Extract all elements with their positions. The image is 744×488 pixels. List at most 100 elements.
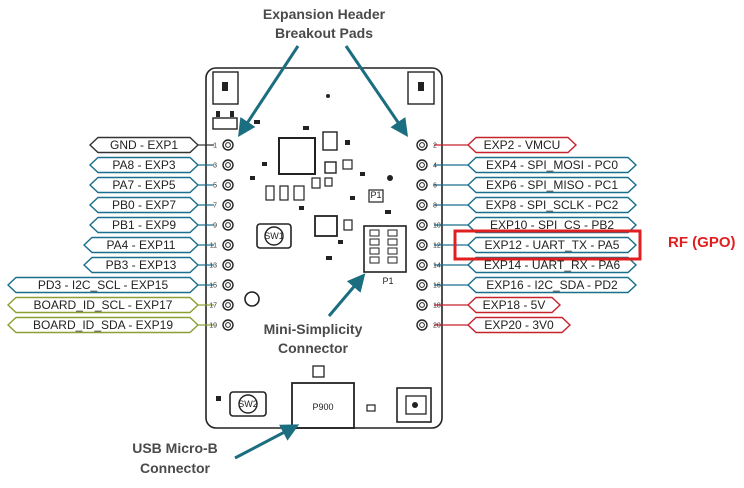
mounting-hole bbox=[244, 291, 260, 307]
pin-label: EXP20 - 3V0 bbox=[484, 318, 554, 332]
usb-arrow bbox=[234, 424, 300, 460]
pin-tag bbox=[466, 156, 638, 174]
pin-number: 9 bbox=[213, 223, 217, 230]
pin-pad bbox=[416, 259, 428, 271]
pin-pad bbox=[416, 239, 428, 251]
left-pin-1: GND - EXP1 1 bbox=[88, 136, 234, 154]
pin-pad bbox=[222, 179, 234, 191]
pin-number: 2 bbox=[433, 143, 437, 150]
pin-pad bbox=[222, 159, 234, 171]
left-pin-17: BOARD_ID_SCL - EXP17 17 bbox=[6, 296, 234, 314]
right-pin-8: EXP8 - SPI_SCLK - PC2 8 bbox=[416, 196, 638, 214]
pin-label: GND - EXP1 bbox=[110, 138, 178, 152]
p1-connector bbox=[363, 225, 407, 273]
pin-label: EXP14 - UART_RX - PA6 bbox=[484, 258, 621, 272]
pin-pad bbox=[222, 299, 234, 311]
pin-label: PB3 - EXP13 bbox=[106, 258, 177, 272]
mini-simplicity-subtitle: Connector bbox=[278, 340, 349, 356]
pin-label: EXP6 - SPI_MISO - PC1 bbox=[486, 178, 618, 192]
bottom-right-component bbox=[396, 387, 432, 423]
pin-pad bbox=[416, 219, 428, 231]
pin-label: EXP4 - SPI_MOSI - PC0 bbox=[486, 158, 618, 172]
right-pin-20: EXP20 - 3V0 20 bbox=[416, 316, 572, 334]
pin-label: EXP10 - SPI_CS - PB2 bbox=[490, 218, 614, 232]
rf-note: RF (GPO) bbox=[668, 234, 736, 251]
pin-pad bbox=[222, 239, 234, 251]
pin-label: EXP16 - I2C_SDA - PD2 bbox=[486, 278, 618, 292]
pin-label: BOARD_ID_SDA - EXP19 bbox=[33, 318, 173, 332]
pin-pad bbox=[416, 139, 428, 151]
pin-number: 7 bbox=[213, 203, 217, 210]
pin-pad bbox=[416, 159, 428, 171]
pin-pad bbox=[416, 279, 428, 291]
pin-number: 15 bbox=[209, 283, 217, 290]
pin-number: 17 bbox=[209, 303, 217, 310]
pin-tag bbox=[466, 316, 572, 334]
pin-number: 20 bbox=[433, 323, 441, 330]
pin-tag bbox=[466, 196, 638, 214]
top-left-component bbox=[212, 117, 238, 130]
left-pin-19: BOARD_ID_SDA - EXP19 19 bbox=[6, 316, 234, 334]
left-pin-5: PA7 - EXP5 5 bbox=[88, 176, 234, 194]
p900-connector bbox=[291, 382, 355, 429]
top-right-connector bbox=[407, 71, 435, 105]
left-pin-9: PB1 - EXP9 9 bbox=[88, 216, 234, 234]
pin-pad bbox=[222, 279, 234, 291]
expansion-header-subtitle: Breakout Pads bbox=[275, 25, 373, 41]
p1-pins bbox=[369, 229, 398, 264]
pin-number: 10 bbox=[433, 223, 441, 230]
pin-number: 8 bbox=[433, 203, 437, 210]
pin-number: 6 bbox=[433, 183, 437, 190]
pin-label: EXP2 - VMCU bbox=[484, 138, 561, 152]
pin-pad bbox=[222, 219, 234, 231]
right-pin-2: EXP2 - VMCU 2 bbox=[416, 136, 578, 154]
expansion-arrow-right bbox=[344, 45, 409, 137]
pin-tag bbox=[466, 296, 562, 314]
pin-label: BOARD_ID_SCL - EXP17 bbox=[34, 298, 173, 312]
pin-label: PB1 - EXP9 bbox=[112, 218, 176, 232]
mini-simplicity-arrow bbox=[327, 273, 366, 317]
expansion-arrow-left bbox=[238, 45, 300, 138]
p900-label: P900 bbox=[312, 402, 333, 412]
pin-pad bbox=[222, 199, 234, 211]
sw2-button bbox=[229, 391, 267, 417]
pin-number: 5 bbox=[213, 183, 217, 190]
pin-label: PB0 - EXP7 bbox=[112, 198, 176, 212]
pin-number: 11 bbox=[210, 243, 217, 250]
pin-pad bbox=[222, 139, 234, 151]
mcu-chip bbox=[278, 137, 316, 175]
pin-tag bbox=[466, 176, 638, 194]
left-pin-7: PB0 - EXP7 7 bbox=[88, 196, 234, 214]
right-pin-4: EXP4 - SPI_MOSI - PC0 4 bbox=[416, 156, 638, 174]
pin-tag bbox=[466, 136, 578, 154]
pin-label: EXP8 - SPI_SCLK - PC2 bbox=[486, 198, 619, 212]
pin-label: PA4 - EXP11 bbox=[107, 238, 176, 252]
usb-title: USB Micro-B bbox=[132, 440, 218, 456]
pin-pad bbox=[416, 319, 428, 331]
top-left-connector bbox=[212, 71, 239, 105]
sensor-chip bbox=[314, 215, 338, 237]
pin-number: 19 bbox=[209, 323, 217, 330]
pin-pad bbox=[416, 179, 428, 191]
right-pin-16: EXP16 - I2C_SDA - PD2 16 bbox=[416, 276, 638, 294]
pin-number: 14 bbox=[433, 263, 441, 270]
sw1-button bbox=[256, 223, 292, 249]
pin-number: 16 bbox=[433, 283, 441, 290]
rf-highlight-box bbox=[453, 229, 642, 261]
pin-label: PA7 - EXP5 bbox=[112, 178, 175, 192]
right-pin-6: EXP6 - SPI_MISO - PC1 6 bbox=[416, 176, 638, 194]
p1-title: P1 bbox=[370, 190, 381, 200]
pin-label: EXP18 - 5V bbox=[483, 298, 546, 312]
mini-simplicity-title: Mini-Simplicity bbox=[264, 321, 363, 337]
pin-number: 18 bbox=[433, 303, 441, 310]
left-pin-11: PA4 - EXP11 11 bbox=[82, 236, 234, 254]
pin-number: 4 bbox=[433, 163, 437, 170]
pin-number: 1 bbox=[213, 143, 217, 150]
pin-label: PA8 - EXP3 bbox=[112, 158, 175, 172]
pin-pad bbox=[222, 319, 234, 331]
right-pin-18: EXP18 - 5V 18 bbox=[416, 296, 562, 314]
